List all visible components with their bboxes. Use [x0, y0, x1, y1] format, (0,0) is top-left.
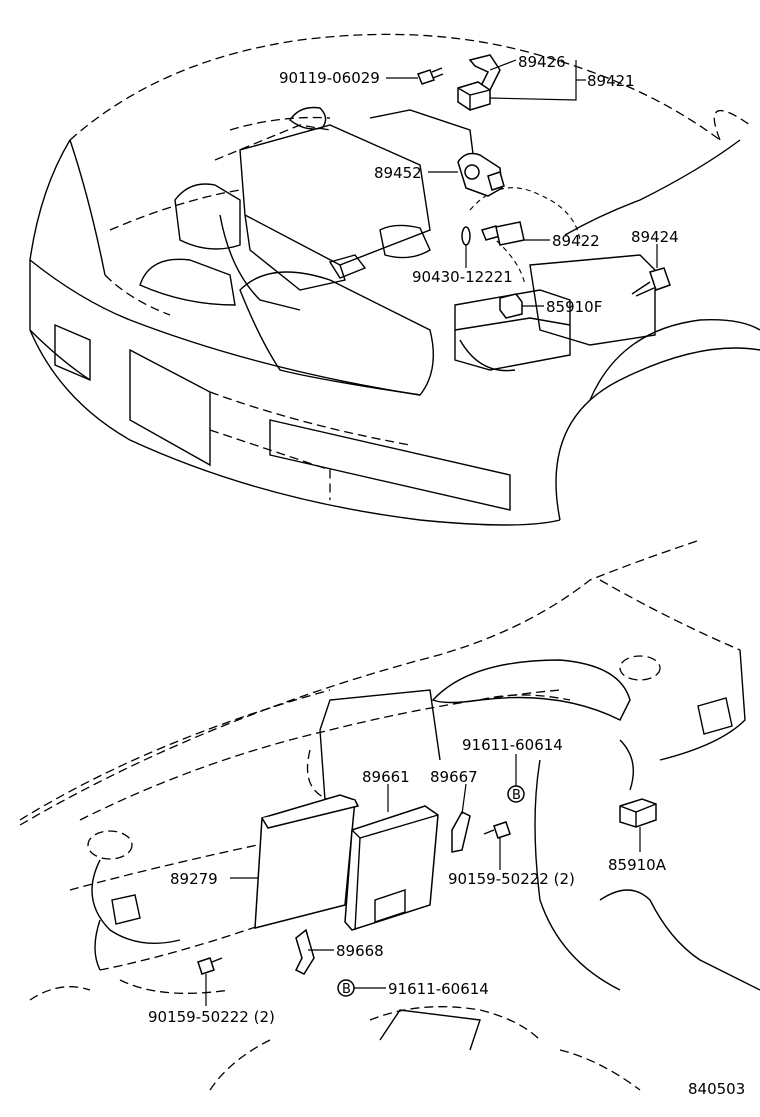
- part-89279-plate: [254, 794, 360, 929]
- part-labels: 90119-06029 89426 89421 89452 89422 8942…: [148, 53, 745, 1098]
- part-89421-sensor: [457, 81, 491, 111]
- label-89422: 89422: [552, 232, 600, 250]
- part-90119-06029-bolt: [417, 67, 444, 85]
- marker-b-top: B: [507, 785, 525, 803]
- label-89421: 89421: [587, 72, 635, 90]
- top-leader-lines: [386, 59, 658, 307]
- dashboard-illustration: [19, 539, 760, 1091]
- marker-b-bottom-text: B: [342, 982, 351, 997]
- label-90159-50222-left: 90159-50222 (2): [148, 1008, 275, 1026]
- label-89667: 89667: [430, 768, 478, 786]
- part-89452-throttle-sensor: [457, 152, 505, 197]
- label-90119-06029: 90119-06029: [279, 69, 380, 87]
- part-85910A-relay: [619, 798, 657, 828]
- label-91611-60614-top: 91611-60614: [462, 736, 563, 754]
- bottom-leader-lines: [205, 754, 641, 1006]
- label-89452: 89452: [374, 164, 422, 182]
- part-89422-temp-sensor: [480, 221, 525, 246]
- label-90159-50222-right: 90159-50222 (2): [448, 870, 575, 888]
- label-90430-12221: 90430-12221: [412, 268, 513, 286]
- marker-b-bottom: B: [337, 979, 355, 997]
- label-89426: 89426: [518, 53, 566, 71]
- part-85910F-relay: [499, 293, 523, 319]
- part-90159-50222-bolt-left: [197, 957, 223, 975]
- engine-bay-illustration: [29, 33, 760, 526]
- part-90159-50222-bolt-right: [483, 821, 511, 839]
- label-89424: 89424: [631, 228, 679, 246]
- figure-number: 840503: [688, 1080, 745, 1098]
- marker-b-top-text: B: [512, 788, 521, 803]
- part-89424-sensor: [631, 267, 671, 297]
- label-91611-60614-bottom: 91611-60614: [388, 980, 489, 998]
- label-89279: 89279: [170, 870, 218, 888]
- label-89668: 89668: [336, 942, 384, 960]
- part-89661-ecu: [344, 805, 439, 931]
- part-89667-bracket: [451, 811, 471, 853]
- part-90430-12221-gasket: [461, 226, 471, 246]
- label-85910A: 85910A: [608, 856, 667, 874]
- part-89668-bracket: [294, 928, 315, 975]
- label-85910F: 85910F: [546, 298, 602, 316]
- label-89661: 89661: [362, 768, 410, 786]
